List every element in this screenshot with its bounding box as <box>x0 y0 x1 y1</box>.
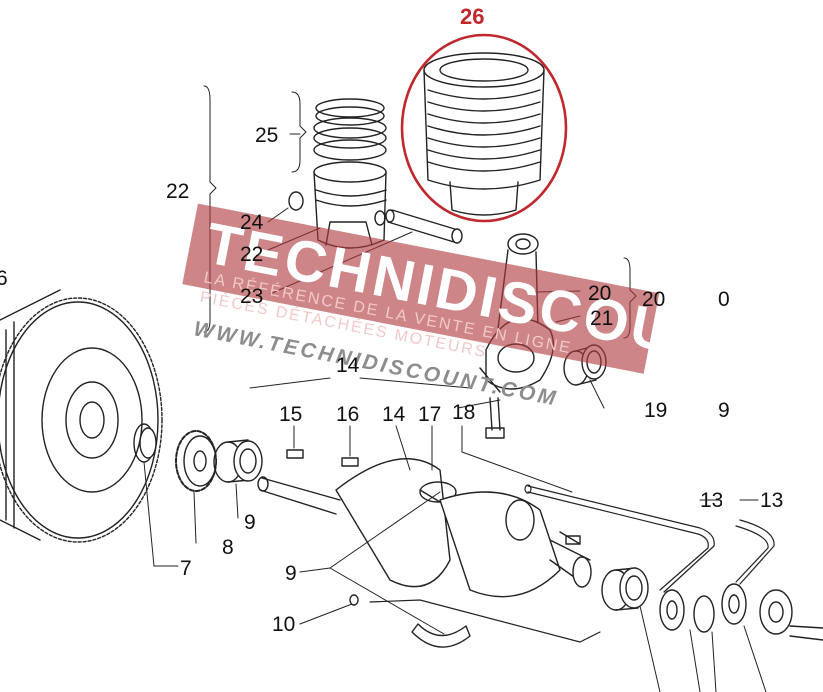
callout-14-group: 14 <box>336 354 360 377</box>
key-part-15 <box>286 449 304 459</box>
callout-10: 10 <box>272 613 296 636</box>
callout-21: 21 <box>590 307 614 330</box>
thrust-washers-part <box>659 583 823 641</box>
callout-8: 8 <box>222 536 234 559</box>
callout-26: 26 <box>460 4 485 29</box>
callout-18: 18 <box>452 401 476 424</box>
callout-25: 25 <box>255 124 279 147</box>
callout-6: 6 <box>0 267 8 290</box>
callout-9-crank: 9 <box>285 562 297 585</box>
callout-20: 20 <box>588 282 612 305</box>
callout-0: 0 <box>718 288 730 311</box>
big-end-bearing-part <box>563 344 607 386</box>
rear-main-bearing-part <box>601 567 649 611</box>
bolt-part <box>485 397 505 439</box>
callout-13: 13 <box>760 489 784 512</box>
callout-7: 7 <box>180 557 192 580</box>
bearing-shell-part <box>411 623 471 648</box>
callout-14: 14 <box>382 403 406 426</box>
key-part-16 <box>341 457 359 467</box>
callout-22-group: 22 <box>166 180 190 203</box>
plug-part <box>349 594 359 606</box>
cylinder-part <box>400 33 568 223</box>
callout-15: 15 <box>279 403 303 426</box>
callout-20-group: 20 <box>642 288 666 311</box>
callout-9-right: 9 <box>718 399 730 422</box>
callout-16: 16 <box>336 403 360 426</box>
callout-17: 17 <box>418 403 442 426</box>
callout-19: 19 <box>644 399 668 422</box>
piston-part <box>313 161 387 249</box>
callout-9-bearing: 9 <box>244 511 256 534</box>
flywheel-part <box>0 289 163 543</box>
piston-rings-part <box>313 98 387 161</box>
oil-pipe-part <box>369 484 775 643</box>
callout-13-partial: 13 <box>700 490 722 511</box>
timing-gear-part <box>175 430 217 492</box>
crankshaft-part <box>257 458 592 598</box>
circlip-part <box>288 191 304 211</box>
callout-23: 23 <box>240 285 264 308</box>
callout-22: 22 <box>240 243 264 266</box>
connecting-rod-part <box>479 233 554 393</box>
main-bearing-part <box>213 439 263 483</box>
callout-24: 24 <box>240 211 264 234</box>
